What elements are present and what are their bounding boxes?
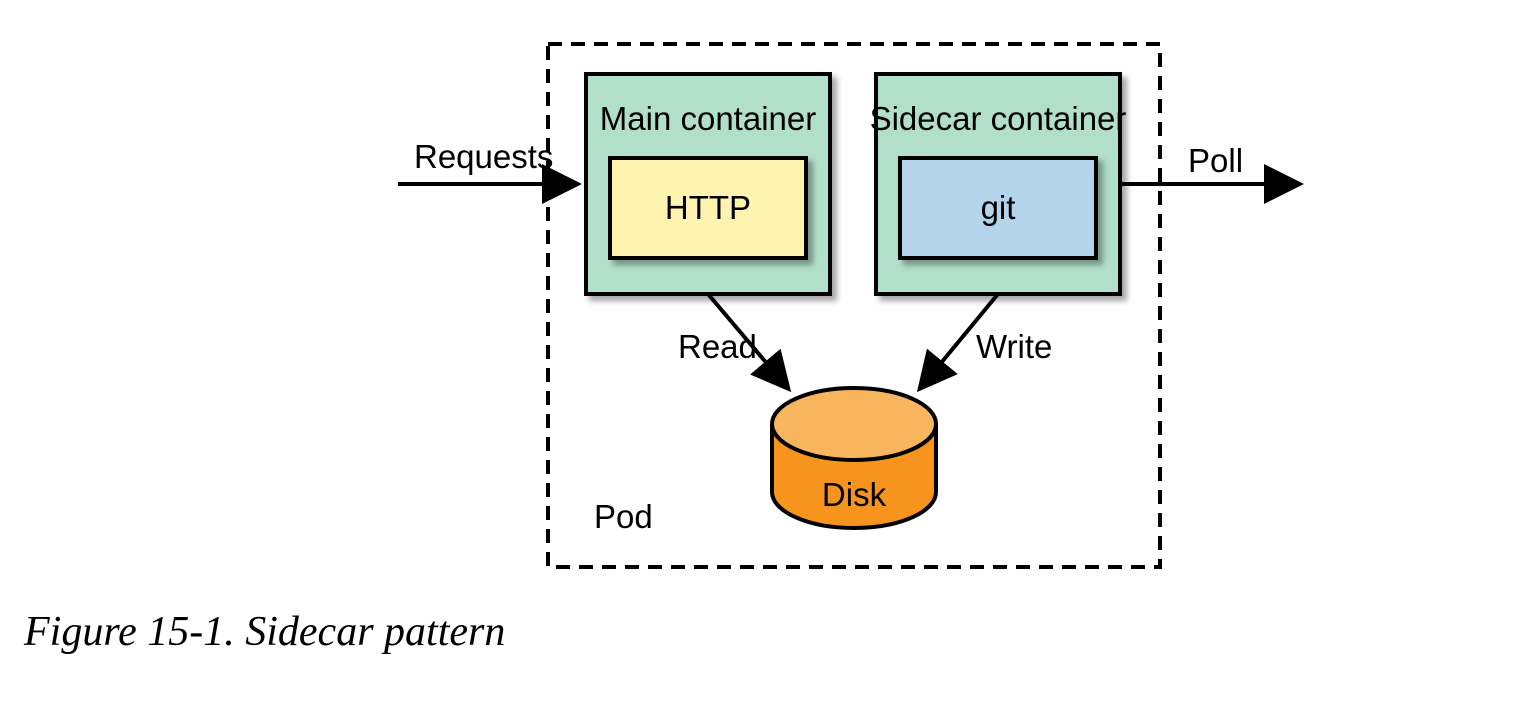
pod-boundary xyxy=(546,42,1162,569)
sidecar-container-title: Sidecar container xyxy=(870,100,1127,137)
write-label: Write xyxy=(976,328,1052,365)
git-box xyxy=(898,156,1098,260)
read-arrow xyxy=(706,292,792,393)
sidecar-container: Sidecar container git xyxy=(870,72,1127,296)
http-box xyxy=(608,156,808,260)
main-container: Main container HTTP xyxy=(584,72,832,296)
pod-label: Pod xyxy=(594,498,653,535)
requests-label: Requests xyxy=(414,138,553,175)
figure-caption: Figure 15-1. Sidecar pattern xyxy=(24,609,506,655)
disk-cylinder: Disk xyxy=(770,386,938,530)
main-container-title: Main container xyxy=(600,100,816,137)
poll-label: Poll xyxy=(1188,142,1243,179)
http-label: HTTP xyxy=(665,189,751,226)
write-arrow xyxy=(916,292,1000,393)
sidecar-diagram: Main container HTTP Sidecar container gi… xyxy=(398,42,1304,569)
disk-top xyxy=(770,386,938,462)
disk-label: Disk xyxy=(822,476,887,513)
read-label: Read xyxy=(678,328,757,365)
git-label: git xyxy=(981,189,1016,226)
